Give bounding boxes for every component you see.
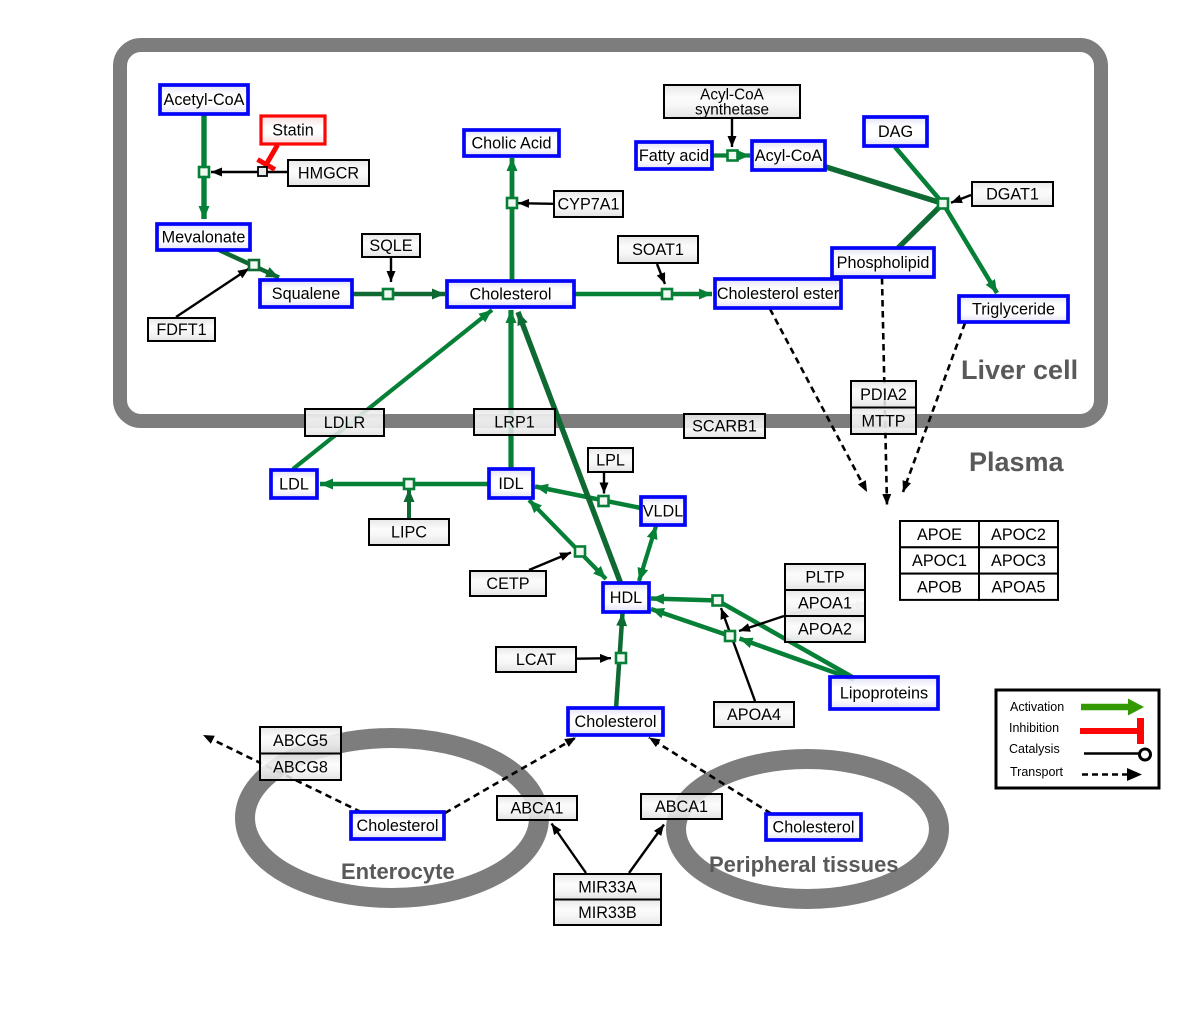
svg-text:ABCG8: ABCG8 bbox=[273, 758, 328, 776]
svg-text:LDLR: LDLR bbox=[324, 414, 365, 432]
svg-text:APOA1: APOA1 bbox=[798, 595, 852, 613]
svg-text:APOE: APOE bbox=[917, 526, 962, 544]
svg-text:Cholesterol: Cholesterol bbox=[470, 286, 552, 304]
svg-text:Cholesterol: Cholesterol bbox=[773, 819, 855, 837]
svg-text:MIR33A: MIR33A bbox=[578, 878, 637, 896]
svg-text:APOC3: APOC3 bbox=[991, 552, 1046, 570]
svg-text:APOC1: APOC1 bbox=[912, 552, 967, 570]
svg-text:APOA5: APOA5 bbox=[992, 578, 1046, 596]
svg-text:Squalene: Squalene bbox=[272, 285, 340, 303]
svg-text:LPL: LPL bbox=[596, 452, 625, 470]
svg-text:APOA4: APOA4 bbox=[727, 706, 781, 724]
svg-text:Triglyceride: Triglyceride bbox=[972, 301, 1055, 319]
svg-text:HDL: HDL bbox=[610, 589, 642, 607]
svg-text:CYP7A1: CYP7A1 bbox=[557, 196, 619, 214]
svg-text:Plasma: Plasma bbox=[969, 447, 1065, 477]
svg-text:synthetase: synthetase bbox=[695, 101, 769, 118]
svg-text:SOAT1: SOAT1 bbox=[632, 241, 684, 259]
svg-text:FDFT1: FDFT1 bbox=[156, 321, 206, 339]
svg-text:PDIA2: PDIA2 bbox=[860, 386, 907, 404]
svg-text:Liver cell: Liver cell bbox=[961, 355, 1078, 385]
svg-text:APOB: APOB bbox=[917, 578, 962, 596]
svg-text:Activation: Activation bbox=[1010, 700, 1064, 714]
svg-text:ABCA1: ABCA1 bbox=[655, 798, 708, 816]
svg-text:SCARB1: SCARB1 bbox=[692, 418, 757, 436]
svg-text:Mevalonate: Mevalonate bbox=[162, 229, 246, 247]
svg-text:DAG: DAG bbox=[878, 123, 913, 141]
svg-text:LCAT: LCAT bbox=[516, 651, 556, 669]
svg-text:LRP1: LRP1 bbox=[494, 414, 535, 432]
svg-text:Enterocyte: Enterocyte bbox=[341, 859, 455, 884]
svg-text:Cholesterol: Cholesterol bbox=[357, 817, 439, 835]
svg-text:MTTP: MTTP bbox=[861, 412, 905, 430]
svg-text:Phospholipid: Phospholipid bbox=[837, 254, 930, 272]
svg-text:IDL: IDL bbox=[498, 475, 523, 493]
svg-text:MIR33B: MIR33B bbox=[578, 904, 636, 922]
svg-text:Catalysis: Catalysis bbox=[1009, 742, 1060, 756]
svg-text:Peripheral tissues: Peripheral tissues bbox=[709, 852, 899, 877]
svg-text:APOA2: APOA2 bbox=[798, 621, 852, 639]
svg-text:Acyl-CoA: Acyl-CoA bbox=[700, 86, 765, 103]
svg-text:APOC2: APOC2 bbox=[991, 526, 1046, 544]
svg-text:Transport: Transport bbox=[1010, 765, 1064, 779]
svg-text:Fatty acid: Fatty acid bbox=[639, 147, 709, 165]
svg-text:Cholesterol: Cholesterol bbox=[575, 713, 657, 731]
svg-text:ABCA1: ABCA1 bbox=[510, 800, 563, 818]
svg-text:DGAT1: DGAT1 bbox=[986, 186, 1039, 204]
svg-text:CETP: CETP bbox=[486, 575, 529, 593]
svg-text:ABCG5: ABCG5 bbox=[273, 732, 328, 750]
svg-text:Acetyl-CoA: Acetyl-CoA bbox=[164, 91, 245, 109]
svg-text:PLTP: PLTP bbox=[805, 569, 844, 587]
svg-text:SQLE: SQLE bbox=[369, 237, 412, 255]
svg-text:Inhibition: Inhibition bbox=[1009, 721, 1059, 735]
svg-text:LIPC: LIPC bbox=[391, 524, 427, 542]
svg-text:Acyl-CoA: Acyl-CoA bbox=[755, 147, 823, 165]
svg-text:HMGCR: HMGCR bbox=[298, 165, 359, 183]
svg-text:Cholic Acid: Cholic Acid bbox=[471, 135, 551, 153]
svg-text:LDL: LDL bbox=[279, 476, 309, 494]
svg-text:VLDL: VLDL bbox=[643, 503, 684, 521]
svg-text:Statin: Statin bbox=[272, 122, 313, 140]
svg-text:Lipoproteins: Lipoproteins bbox=[840, 685, 928, 703]
svg-text:Cholesterol ester: Cholesterol ester bbox=[717, 285, 840, 303]
